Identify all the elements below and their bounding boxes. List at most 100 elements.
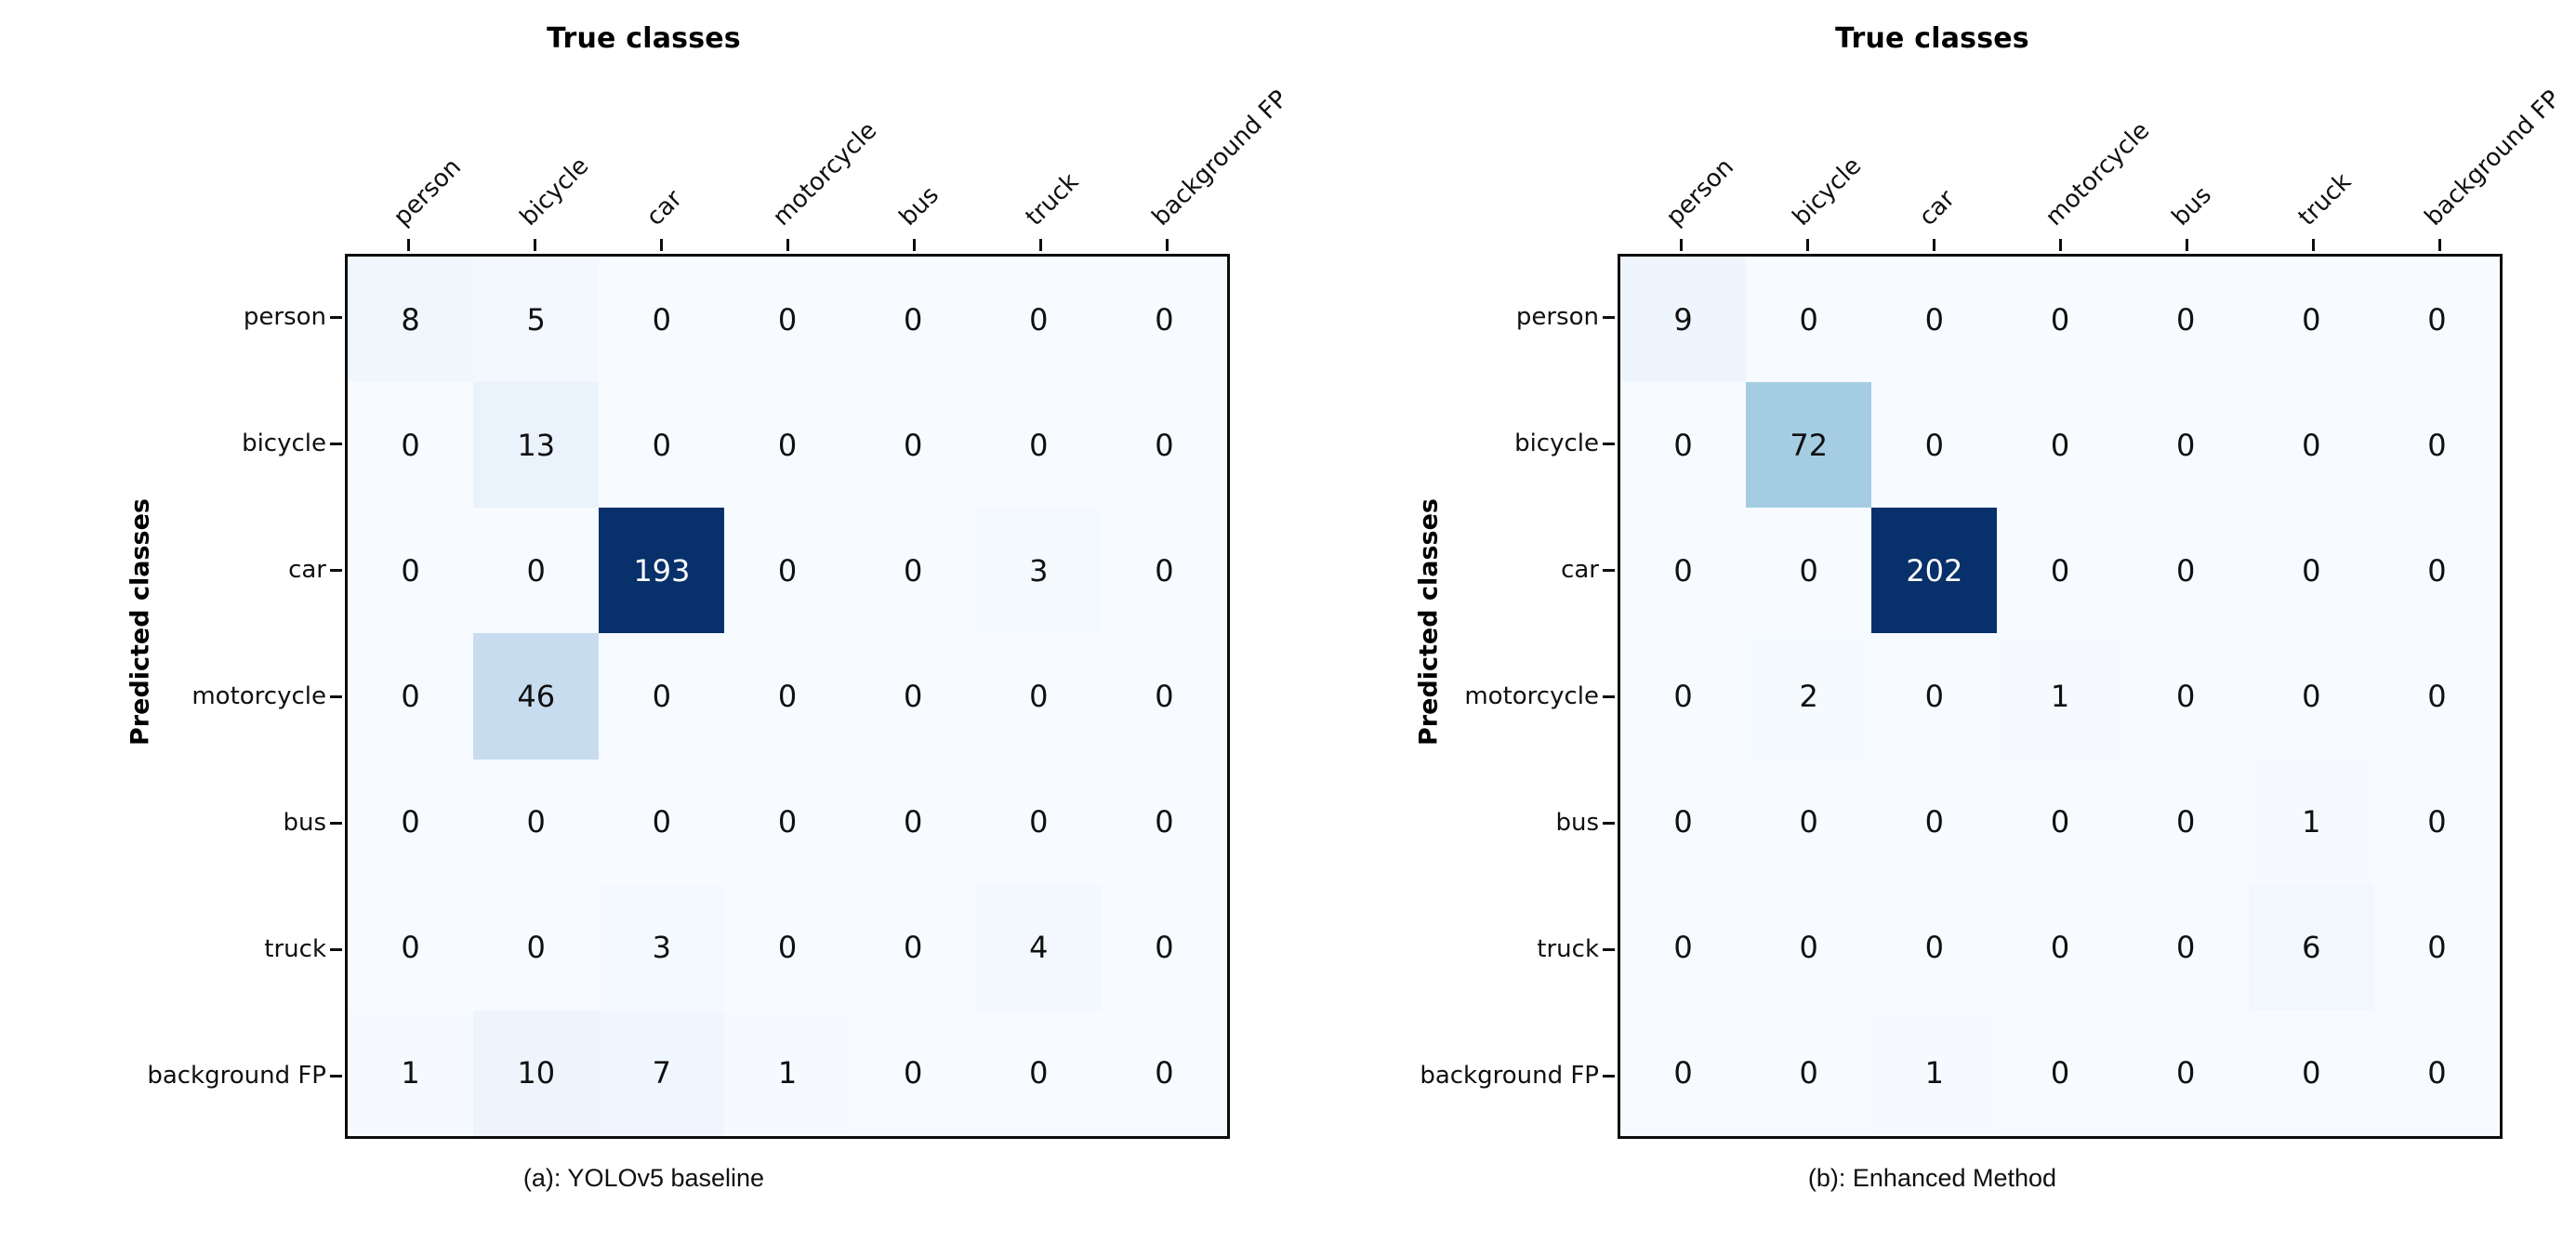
- matrix-cell: 1: [1997, 633, 2123, 760]
- matrix-cell: 0: [975, 633, 1102, 760]
- matrix-cell: 0: [850, 257, 976, 383]
- x-tick-label: car: [641, 184, 688, 231]
- matrix-cell: 0: [1746, 1010, 1872, 1136]
- matrix-cell: 0: [724, 884, 851, 1011]
- y-tick-label: person: [243, 303, 326, 331]
- matrix-cell: 0: [2373, 257, 2500, 383]
- x-tick-mark: [2058, 239, 2062, 251]
- y-tick-mark: [1603, 947, 1615, 951]
- matrix-cell: 1: [1871, 1010, 1998, 1136]
- y-tick-label: truck: [1537, 935, 1599, 963]
- matrix-cell: 0: [724, 382, 851, 509]
- caption-b: (b): Enhanced Method: [1807, 1164, 2057, 1192]
- matrix-cell: 0: [2122, 884, 2249, 1011]
- x-tick-label: background FP: [2419, 85, 2567, 231]
- matrix-cell: 0: [1620, 633, 1747, 760]
- matrix-cell: 0: [1620, 382, 1747, 509]
- matrix-cell: 0: [1620, 1010, 1747, 1136]
- x-tick-label: truck: [2292, 167, 2358, 231]
- matrix-cell: 0: [348, 759, 474, 885]
- matrix-cell: 0: [850, 884, 976, 1011]
- matrix-cell: 0: [2248, 508, 2374, 634]
- y-tick-mark: [1603, 442, 1615, 445]
- matrix-cell: 0: [599, 633, 725, 760]
- matrix-cell: 0: [2373, 884, 2500, 1011]
- matrix-cell: 0: [1620, 508, 1747, 634]
- y-tick-mark: [330, 442, 342, 445]
- y-tick-mark: [330, 947, 342, 951]
- matrix-cell: 10: [473, 1010, 600, 1136]
- matrix-cell: 0: [2373, 382, 2500, 509]
- x-tick-mark: [1679, 239, 1683, 251]
- matrix-cell: 0: [473, 884, 600, 1011]
- matrix-cell: 0: [1746, 884, 1872, 1011]
- matrix-cell: 0: [2373, 508, 2500, 634]
- x-tick-mark: [2311, 239, 2315, 251]
- matrix-cell: 0: [1101, 884, 1227, 1011]
- y-tick-mark: [330, 821, 342, 825]
- matrix-cell: 0: [1871, 884, 1998, 1011]
- matrix-cell: 0: [1871, 633, 1998, 760]
- matrix-cell: 0: [1871, 382, 1998, 509]
- y-tick-mark: [330, 568, 342, 572]
- matrix-cell: 0: [599, 257, 725, 383]
- matrix-cell: 3: [599, 884, 725, 1011]
- matrix-cell: 8: [348, 257, 474, 383]
- matrix-cell: 0: [724, 759, 851, 885]
- matrix-cell: 0: [599, 382, 725, 509]
- matrix-cell: 4: [975, 884, 1102, 1011]
- matrix-cell: 0: [1871, 257, 1998, 383]
- matrix-cell: 0: [1620, 759, 1747, 885]
- matrix-cell: 0: [2373, 1010, 2500, 1136]
- x-axis-title-a: True classes: [547, 22, 741, 55]
- y-tick-label: bicycle: [242, 430, 326, 457]
- x-tick-mark: [1165, 239, 1169, 251]
- matrix-cell: 0: [850, 1010, 976, 1136]
- y-tick-mark: [1603, 1074, 1615, 1078]
- matrix-cell: 0: [348, 633, 474, 760]
- x-tick-mark: [1038, 239, 1042, 251]
- y-tick-label: person: [1515, 303, 1599, 331]
- matrix-cell: 13: [473, 382, 600, 509]
- x-tick-mark: [533, 239, 536, 251]
- x-tick-label: bus: [893, 180, 945, 231]
- x-tick-label: person: [1660, 152, 1740, 231]
- x-tick-mark: [912, 239, 916, 251]
- matrix-cell: 0: [975, 382, 1102, 509]
- caption-a: (a): YOLOv5 baseline: [522, 1164, 765, 1192]
- x-tick-label: truck: [1020, 167, 1085, 231]
- matrix-cell: 0: [1997, 382, 2123, 509]
- x-tick-label: motorcycle: [767, 116, 883, 231]
- matrix-cell: 0: [1101, 633, 1227, 760]
- x-tick-label: bicycle: [1787, 152, 1868, 231]
- y-tick-label: bus: [283, 809, 326, 837]
- matrix-cell: 0: [2373, 633, 2500, 760]
- y-tick-label: background FP: [1420, 1062, 1599, 1090]
- y-tick-label: truck: [264, 935, 326, 963]
- matrix-cell: 2: [1746, 633, 1872, 760]
- matrix-cell: 0: [1746, 257, 1872, 383]
- matrix-cell: 0: [1997, 257, 2123, 383]
- matrix-cell: 0: [348, 508, 474, 634]
- x-tick-label: motorcycle: [2040, 116, 2156, 231]
- y-tick-label: motorcycle: [192, 682, 326, 710]
- matrix-cell: 0: [975, 1010, 1102, 1136]
- matrix-cell: 0: [1997, 508, 2123, 634]
- y-tick-label: bus: [1555, 809, 1599, 837]
- matrix-cell: 0: [1101, 508, 1227, 634]
- y-tick-mark: [330, 694, 342, 698]
- matrix-cell: 0: [2122, 1010, 2249, 1136]
- matrix-cell: 0: [1997, 1010, 2123, 1136]
- matrix-cell: 0: [850, 508, 976, 634]
- matrix-cell: 0: [975, 759, 1102, 885]
- matrix-cell: 6: [2248, 884, 2374, 1011]
- y-tick-mark: [1603, 315, 1615, 319]
- matrix-cell: 0: [1101, 1010, 1227, 1136]
